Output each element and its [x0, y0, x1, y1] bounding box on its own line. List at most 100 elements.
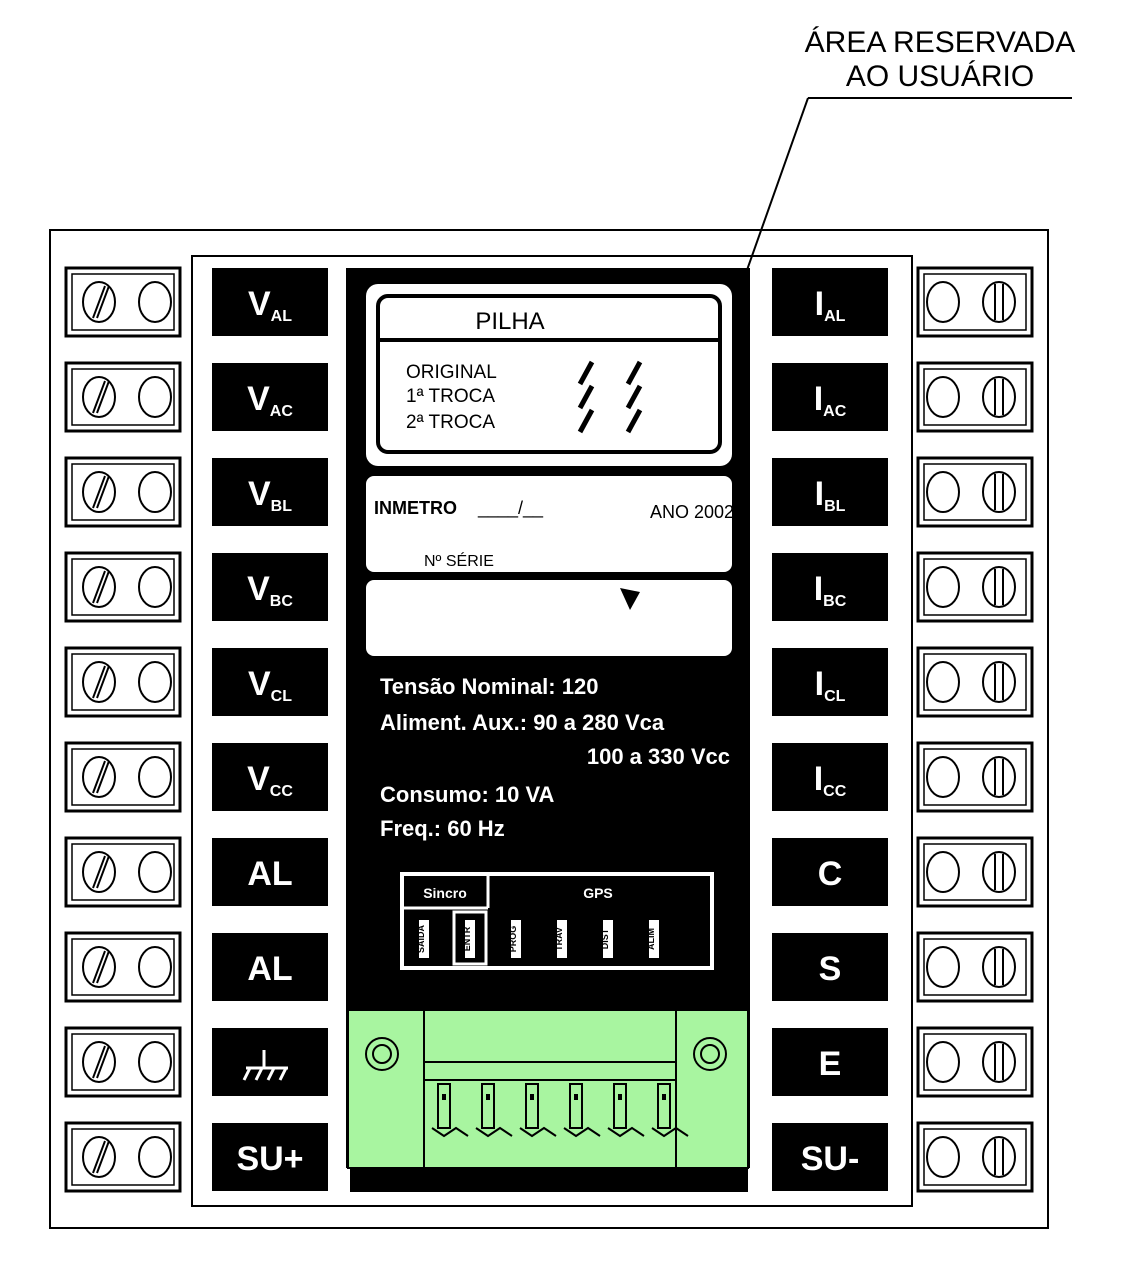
inmetro-blank: ____/__ [477, 498, 544, 519]
left-terminal-label: VCL [212, 648, 328, 716]
screw-icon [982, 281, 1016, 323]
right-terminal-label: E [772, 1028, 888, 1096]
spec-nominal: Tensão Nominal: 120 [380, 674, 598, 699]
right-label-text: S [819, 950, 842, 988]
inner-frame [191, 255, 913, 1207]
screw-icon [982, 1041, 1016, 1083]
left-terminal-label: AL [212, 933, 328, 1001]
terminal-hole-icon [926, 946, 960, 988]
terminal-hole-icon [138, 1041, 172, 1083]
right-terminal-block [916, 1121, 1034, 1193]
right-label-text: ICC [814, 760, 847, 800]
right-label-text: E [819, 1045, 842, 1083]
dip-switch-label: SAÍDA [416, 925, 426, 954]
left-terminal-label: AL [212, 838, 328, 906]
left-terminal-block [64, 266, 182, 338]
connector-pin [651, 1083, 689, 1138]
right-terminal-label: ICC [772, 743, 888, 811]
right-label-text: IAL [815, 285, 846, 325]
left-label-column: VAL VAC VBL VBC VCL VCC AL AL SU+ [212, 268, 328, 1191]
connector-pins [431, 1083, 689, 1138]
terminal-hole-icon [138, 281, 172, 323]
screw-icon [982, 471, 1016, 513]
left-label-text: AL [247, 855, 292, 893]
screw-icon [982, 756, 1016, 798]
screw-icon [82, 281, 116, 323]
user-reserved-area [366, 580, 732, 656]
spec-aux1: Aliment. Aux.: 90 a 280 Vca [380, 710, 665, 735]
right-label-text: ICL [815, 665, 846, 705]
right-label-text: C [818, 855, 843, 893]
dip-switch: PROG [508, 920, 521, 958]
screw-icon [82, 1136, 116, 1178]
dip-switch-label: ALIM [646, 928, 656, 950]
right-terminal-block [916, 456, 1034, 528]
left-terminal-block [64, 1121, 182, 1193]
terminal-hole-icon [138, 566, 172, 608]
terminal-hole-icon [138, 756, 172, 798]
switch-row: SAÍDA ENTR PROG TRAV DIST ALIM [416, 910, 659, 966]
dip-switch: TRAV [554, 920, 567, 958]
right-terminal-label: IAL [772, 268, 888, 336]
right-label-text: IAC [814, 380, 847, 420]
screw-icon [982, 661, 1016, 703]
screw-icon [982, 566, 1016, 608]
left-terminal-label: VBC [212, 553, 328, 621]
screw-icon [982, 376, 1016, 418]
connector-screw-left-icon [365, 1037, 399, 1071]
left-terminal-block [64, 836, 182, 908]
left-label-text: SU+ [236, 1140, 303, 1178]
dip-switch: SAÍDA [416, 920, 429, 958]
right-terminal-block [916, 646, 1034, 718]
inmetro-year: ANO 2002 [650, 502, 734, 522]
terminal-hole-icon [138, 851, 172, 893]
screw-icon [982, 946, 1016, 988]
right-terminal-block [916, 836, 1034, 908]
right-label-text: IBC [814, 570, 847, 610]
screw-icon [82, 376, 116, 418]
left-label-text: VBL [248, 475, 292, 515]
connector-pin [563, 1083, 601, 1138]
left-terminal-block [64, 456, 182, 528]
terminal-hole-icon [926, 1136, 960, 1178]
dip-switch-label: ENTR [462, 926, 472, 951]
battery-date-slashes [577, 360, 643, 434]
right-terminal-label: S [772, 933, 888, 1001]
connector-pin [519, 1083, 557, 1138]
central-panel-bottom-strip [350, 1168, 748, 1192]
outer-frame [49, 229, 1049, 1229]
terminal-hole-icon [138, 946, 172, 988]
left-terminal-label: VAL [212, 268, 328, 336]
left-terminal-column [64, 266, 182, 1193]
terminal-hole-icon [926, 661, 960, 703]
left-label-text: VCL [248, 665, 292, 705]
left-terminal-block [64, 1026, 182, 1098]
battery-row-original: ORIGINAL [406, 362, 497, 383]
terminal-hole-icon [138, 376, 172, 418]
dip-switch-label: DIST [600, 928, 610, 949]
battery-title: PILHA [475, 308, 544, 335]
terminal-hole-icon [926, 1041, 960, 1083]
terminal-hole-icon [138, 661, 172, 703]
left-terminal-label: VCC [212, 743, 328, 811]
left-label-text: VAL [248, 285, 292, 325]
ground-icon [242, 1050, 288, 1081]
spec-freq: Freq.: 60 Hz [380, 816, 505, 841]
dip-switch: ALIM [646, 920, 659, 958]
right-terminal-label: IBL [772, 458, 888, 526]
connector-pin [607, 1083, 645, 1138]
left-terminal-label [212, 1028, 328, 1096]
right-terminal-label: IAC [772, 363, 888, 431]
callout-line2: AO USUÁRIO [846, 60, 1034, 93]
dip-switch: ENTR [452, 910, 488, 966]
switch-gps-label: GPS [583, 885, 613, 901]
right-terminal-block [916, 741, 1034, 813]
terminal-hole-icon [926, 851, 960, 893]
right-terminal-block [916, 361, 1034, 433]
connector-pin [475, 1083, 513, 1138]
left-label-text: VAC [247, 380, 293, 420]
screw-icon [982, 851, 1016, 893]
left-terminal-block [64, 551, 182, 623]
